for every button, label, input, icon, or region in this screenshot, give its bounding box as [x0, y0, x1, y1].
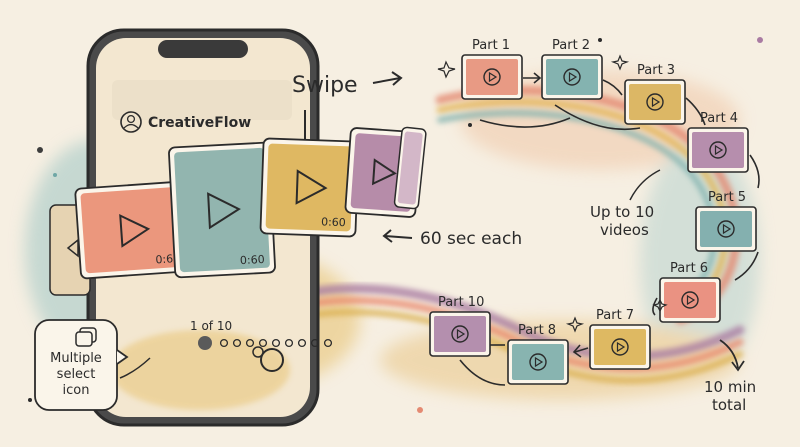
total-line-2: total [712, 396, 746, 414]
carousel-card-partial[interactable] [393, 126, 427, 210]
card-thumbnail [80, 186, 186, 274]
play-icon [529, 353, 547, 371]
part-thumbnail [700, 211, 752, 247]
page-dot[interactable] [323, 338, 333, 348]
card-thumbnail [265, 143, 354, 232]
play-icon [483, 68, 501, 86]
carousel-card[interactable]: 0:60 [74, 180, 192, 280]
video-part[interactable]: Part 10 [429, 295, 491, 357]
play-icon [709, 141, 727, 159]
part-label: Part 10 [438, 295, 484, 310]
play-icon [207, 192, 241, 230]
max-videos-line-1: Up to 10 [590, 203, 654, 221]
video-carousel[interactable]: 0:60 0:60 0:60 [49, 126, 427, 296]
part-thumbnail [692, 132, 744, 168]
part-thumbnail [512, 344, 564, 380]
card-duration: 0:60 [321, 215, 346, 229]
video-part[interactable]: Part 2 [541, 38, 603, 100]
part-label: Part 6 [670, 261, 708, 276]
sparkle-icons [437, 54, 668, 333]
callout-line-1: Multiple [50, 351, 102, 366]
page-dot[interactable] [245, 338, 255, 348]
play-icon [717, 220, 735, 238]
page-dot[interactable] [310, 338, 320, 348]
play-icon [295, 169, 328, 205]
part-connectors [459, 72, 760, 386]
part-label: Part 5 [708, 190, 746, 205]
total-arrow-icon [731, 360, 745, 372]
video-parts-chain: Part 1 Part 2 Part 3 Part 4 Part 5 Part 6 Part… [429, 38, 757, 385]
duration-arrow-icon [382, 229, 413, 243]
part-thumbnail [629, 84, 681, 120]
duration-annotation: 60 sec each [382, 229, 522, 249]
swipe-label: Swipe [292, 73, 358, 98]
callout-line-3: icon [63, 383, 90, 398]
paint-splatters [28, 37, 763, 413]
max-videos-arrow-icon [629, 169, 661, 201]
swipe-annotation: Swipe [292, 71, 403, 98]
play-icon [66, 238, 79, 258]
part-label: Part 3 [637, 63, 675, 78]
app-header: CreativeFlow [120, 111, 251, 133]
play-icon [371, 158, 397, 186]
part-label: Part 7 [596, 308, 634, 323]
duration-label: 60 sec each [420, 229, 522, 249]
page-dot[interactable] [258, 338, 268, 348]
part-thumbnail [546, 59, 598, 95]
video-part[interactable]: Part 6 [659, 261, 721, 323]
part-thumbnail [664, 282, 716, 318]
total-line-1: 10 min [704, 378, 756, 396]
video-part[interactable]: Part 3 [624, 63, 686, 125]
video-part[interactable]: Part 8 [507, 323, 569, 385]
home-button[interactable] [260, 348, 284, 372]
page-dot[interactable] [297, 338, 307, 348]
part-thumbnail [466, 59, 518, 95]
page-dot[interactable] [232, 338, 242, 348]
video-part[interactable]: Part 4 [687, 111, 749, 173]
part-thumbnail [594, 329, 646, 365]
page-dot-active[interactable] [198, 336, 212, 350]
phone-notch [158, 40, 248, 58]
play-icon [681, 291, 699, 309]
video-part[interactable]: Part 5 [695, 190, 757, 252]
page-dot[interactable] [271, 338, 281, 348]
card-duration: 0:60 [240, 253, 265, 267]
carousel-card[interactable]: 0:60 [168, 141, 276, 279]
page-dot[interactable] [219, 338, 229, 348]
video-part[interactable]: Part 1 [461, 38, 523, 100]
play-icon [646, 93, 664, 111]
callout-line-2: select [57, 367, 96, 382]
card-thumbnail [174, 147, 270, 273]
multiple-select-icon[interactable] [75, 327, 97, 347]
part-label: Part 2 [552, 38, 590, 53]
part-label: Part 1 [472, 38, 510, 53]
part-label: Part 4 [700, 111, 738, 126]
play-icon [563, 68, 581, 86]
page-dot[interactable] [284, 338, 294, 348]
video-part[interactable]: Part 7 [589, 308, 651, 370]
swipe-arrow-icon [372, 71, 403, 86]
part-label: Part 8 [518, 323, 556, 338]
carousel-card[interactable]: 0:60 [259, 137, 360, 238]
play-icon [451, 325, 469, 343]
play-icon [119, 214, 151, 248]
part-thumbnail [434, 316, 486, 352]
max-videos-line-2: videos [600, 221, 649, 239]
callout-arrow [119, 357, 151, 379]
carousel-counter: 1 of 10 [190, 319, 232, 333]
app-name: CreativeFlow [148, 115, 251, 131]
page-indicator: 1 of 10 [190, 319, 333, 350]
play-icon [611, 338, 629, 356]
max-videos-annotation: Up to 10 videos [590, 169, 661, 239]
total-annotation: 10 min total [704, 339, 756, 414]
multiple-select-callout: Multiple select icon [34, 319, 151, 411]
